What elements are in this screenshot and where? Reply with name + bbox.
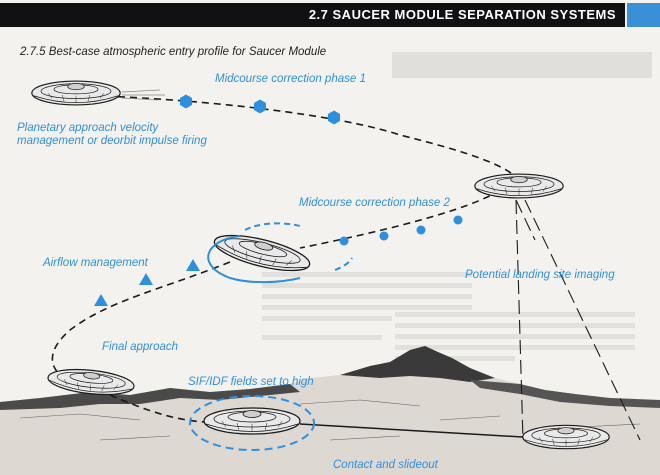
label-airflow-management: Airflow management bbox=[43, 257, 148, 269]
imaging-lines bbox=[515, 199, 641, 441]
saucer-planetary-approach bbox=[31, 80, 121, 106]
figure-title: 2.7.5 Best-case atmospheric entry profil… bbox=[20, 46, 327, 58]
sif-idf-field bbox=[189, 395, 315, 451]
hexagon-icon bbox=[180, 94, 192, 109]
hexagon-icon bbox=[254, 99, 266, 114]
label-landing-site-imaging: Potential landing site imaging bbox=[465, 269, 615, 281]
airflow-field bbox=[207, 222, 353, 284]
header-bar bbox=[0, 3, 625, 27]
circle-icon bbox=[416, 225, 426, 235]
triangle-icon bbox=[139, 273, 153, 285]
saucer-landing bbox=[522, 424, 610, 450]
chapter-tab bbox=[627, 3, 660, 27]
chapter-title: 2.7 SAUCER MODULE SEPARATION SYSTEMS bbox=[308, 7, 616, 22]
chapter-header: 2.7 SAUCER MODULE SEPARATION SYSTEMS bbox=[0, 0, 660, 30]
saucer-sif-idf bbox=[203, 407, 301, 435]
thruster-plume bbox=[121, 89, 165, 101]
triangle-icon bbox=[94, 294, 108, 306]
label-final-approach: Final approach bbox=[102, 341, 179, 353]
circle-icon bbox=[453, 215, 463, 225]
terrain bbox=[0, 346, 660, 475]
label-planetary-approach-2: management or deorbit impulse firing bbox=[17, 135, 207, 147]
slideout-path bbox=[299, 423, 541, 439]
saucer-final-approach bbox=[46, 365, 136, 399]
trajectory-path bbox=[51, 94, 521, 423]
airflow-markers bbox=[94, 259, 200, 306]
saucer-airflow bbox=[210, 227, 314, 279]
phase2-markers bbox=[339, 215, 463, 246]
saucer-midcourse-2 bbox=[474, 173, 564, 199]
label-contact-slideout: Contact and slideout bbox=[333, 459, 438, 471]
label-midcourse-phase-1: Midcourse correction phase 1 bbox=[215, 73, 366, 85]
label-planetary-approach-1: Planetary approach velocity bbox=[17, 122, 159, 134]
label-midcourse-phase-2: Midcourse correction phase 2 bbox=[299, 197, 450, 209]
circle-icon bbox=[339, 236, 349, 246]
phase1-markers bbox=[180, 94, 340, 125]
label-sif-idf-fields: SIF/IDF fields set to high bbox=[188, 376, 314, 388]
triangle-icon bbox=[186, 259, 200, 271]
hexagon-icon bbox=[328, 110, 340, 125]
circle-icon bbox=[379, 231, 389, 241]
